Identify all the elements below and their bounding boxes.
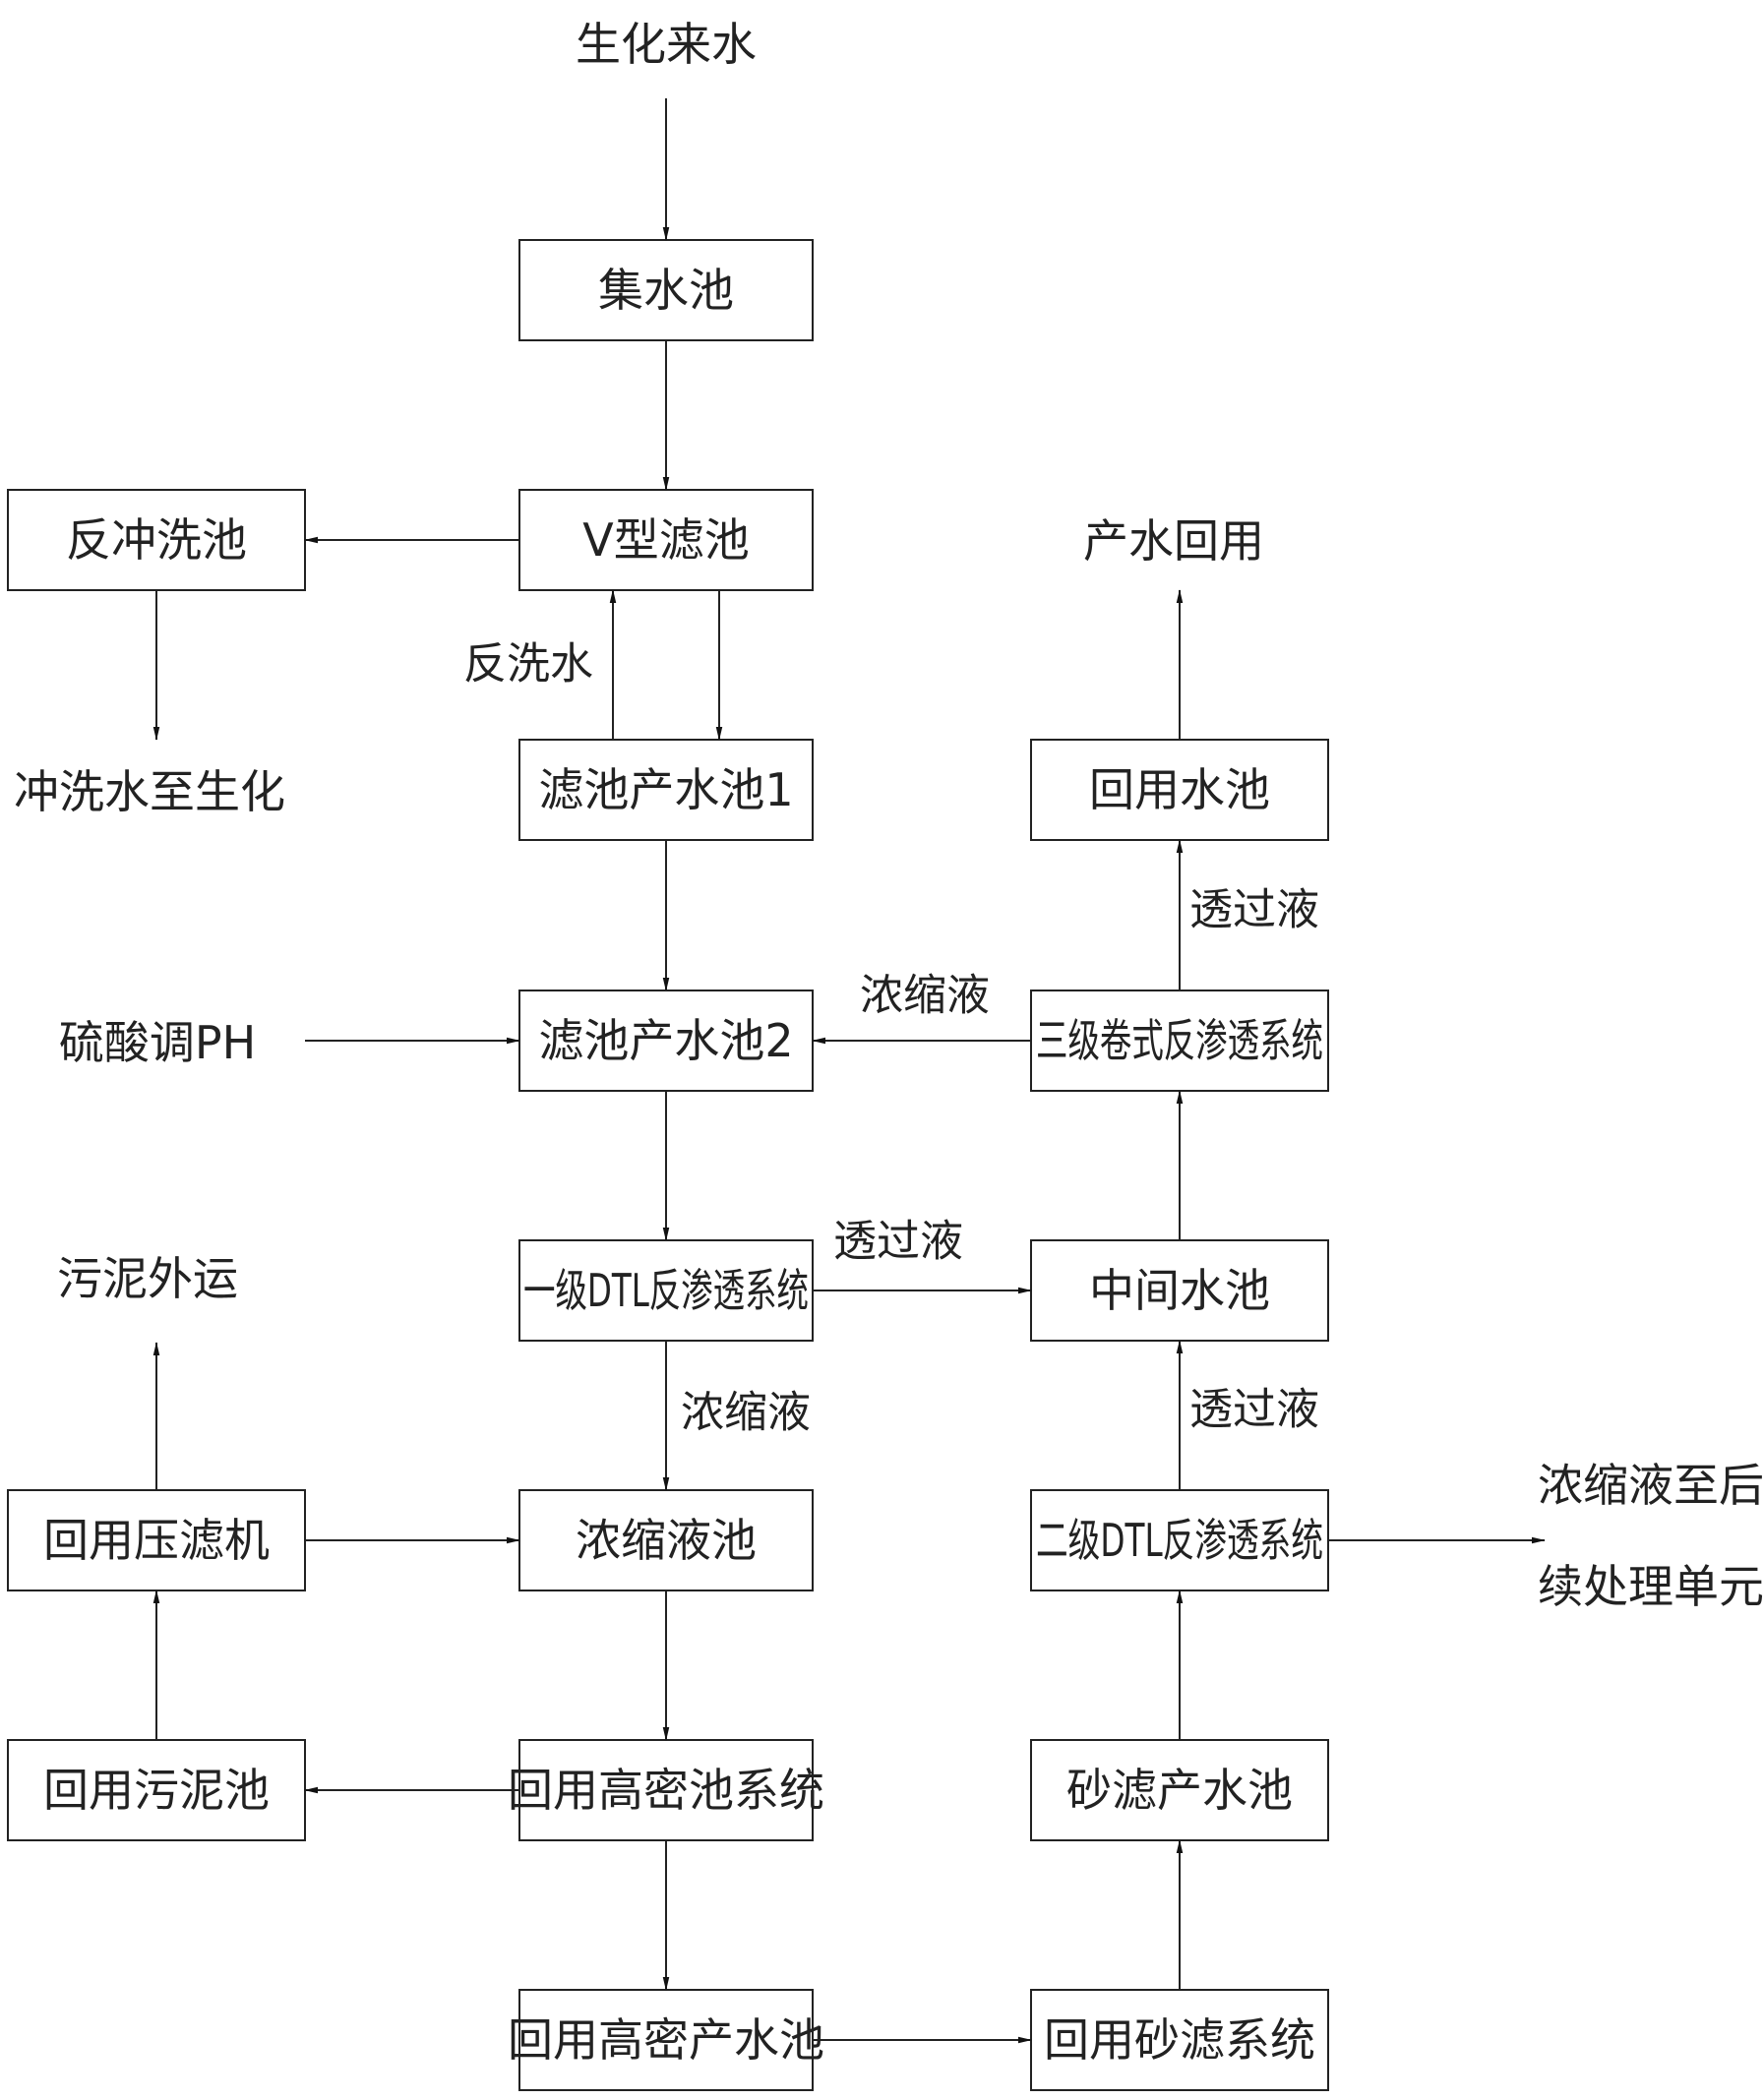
svg-text:一级DTL反渗透系统: 一级DTL反渗透系统 [523, 1264, 809, 1317]
label-nong-suo-ye-top: 浓缩液 [860, 971, 990, 1021]
svg-text:回用高密产水池: 回用高密产水池 [508, 2013, 824, 2067]
box-nong-suo-ye-chi: 浓缩液池 [518, 1489, 814, 1591]
svg-text:集水池: 集水池 [598, 264, 734, 317]
label-sheng-hua-lai-shui: 生化来水 [576, 18, 757, 71]
box-ji-shui-chi: 集水池 [518, 239, 814, 341]
svg-text:回用水池: 回用水池 [1089, 763, 1270, 816]
box-er-ji-dtl: 二级DTL反渗透系统 [1030, 1489, 1329, 1591]
svg-text:V型滤池: V型滤池 [582, 513, 749, 567]
box-fan-chong-xi-chi: 反冲洗池 [7, 489, 306, 591]
box-hui-yong-gao-mi-chi-xi-tong: 回用高密池系统 [508, 1739, 824, 1841]
label-liu-suan-tiao-ph: 硫酸调PH [59, 1016, 256, 1069]
box-san-ji-juan-shi: 三级卷式反渗透系统 [1030, 990, 1329, 1092]
svg-text:中间水池: 中间水池 [1089, 1264, 1270, 1317]
box-hui-yong-wu-ni-chi: 回用污泥池 [7, 1739, 306, 1841]
svg-text:二级DTL反渗透系统: 二级DTL反渗透系统 [1036, 1514, 1323, 1567]
box-hui-yong-ya-lv-ji: 回用压滤机 [7, 1489, 306, 1591]
box-lv-chi-chan-shui-chi-2: 滤池产水池2 [518, 990, 814, 1092]
box-v-xing-lv-chi: V型滤池 [518, 489, 814, 591]
connectors [152, 98, 1546, 2044]
label-wu-ni-wai-yun: 污泥外运 [57, 1252, 238, 1305]
svg-text:滤池产水池2: 滤池产水池2 [538, 1014, 793, 1067]
svg-text:三级卷式反渗透系统: 三级卷式反渗透系统 [1036, 1014, 1323, 1067]
svg-text:砂滤产水池: 砂滤产水池 [1066, 1764, 1293, 1817]
label-fan-xi-shui: 反洗水 [463, 639, 593, 690]
box-lv-chi-chan-shui-chi-1: 滤池产水池1 [518, 739, 814, 841]
svg-text:浓缩液池: 浓缩液池 [576, 1514, 757, 1567]
label-tou-guo-ye-mid: 透过液 [833, 1217, 963, 1267]
svg-text:反冲洗池: 反冲洗池 [66, 513, 247, 567]
label-chan-shui-hui-yong: 产水回用 [1083, 514, 1264, 568]
label-chong-xi-shui-zhi-sheng-hua: 冲洗水至生化 [14, 765, 285, 818]
box-hui-yong-gao-mi-chan-shui-chi: 回用高密产水池 [508, 1989, 824, 2091]
svg-text:回用污泥池: 回用污泥池 [43, 1764, 270, 1817]
label-tou-guo-ye-top: 透过液 [1189, 885, 1319, 935]
svg-text:滤池产水池1: 滤池产水池1 [538, 763, 793, 816]
label-hou-xu-line-1: 浓缩液至后 [1538, 1459, 1764, 1512]
box-zhong-jian-shui-chi: 中间水池 [1030, 1239, 1329, 1342]
svg-text:回用高密池系统: 回用高密池系统 [508, 1764, 824, 1817]
label-nong-suo-ye-mid: 浓缩液 [681, 1388, 811, 1438]
label-tou-guo-ye-bottom: 透过液 [1189, 1385, 1319, 1435]
svg-text:回用压滤机: 回用压滤机 [43, 1514, 270, 1567]
svg-text:回用砂滤系统: 回用砂滤系统 [1044, 2013, 1315, 2067]
box-sha-lv-chan-shui-chi: 砂滤产水池 [1030, 1739, 1329, 1841]
label-hou-xu-line-2: 续处理单元 [1538, 1560, 1764, 1613]
box-hui-yong-sha-lv-xi-tong: 回用砂滤系统 [1030, 1989, 1329, 2091]
box-yi-ji-dtl: 一级DTL反渗透系统 [518, 1239, 814, 1342]
box-hui-yong-shui-chi: 回用水池 [1030, 739, 1329, 841]
